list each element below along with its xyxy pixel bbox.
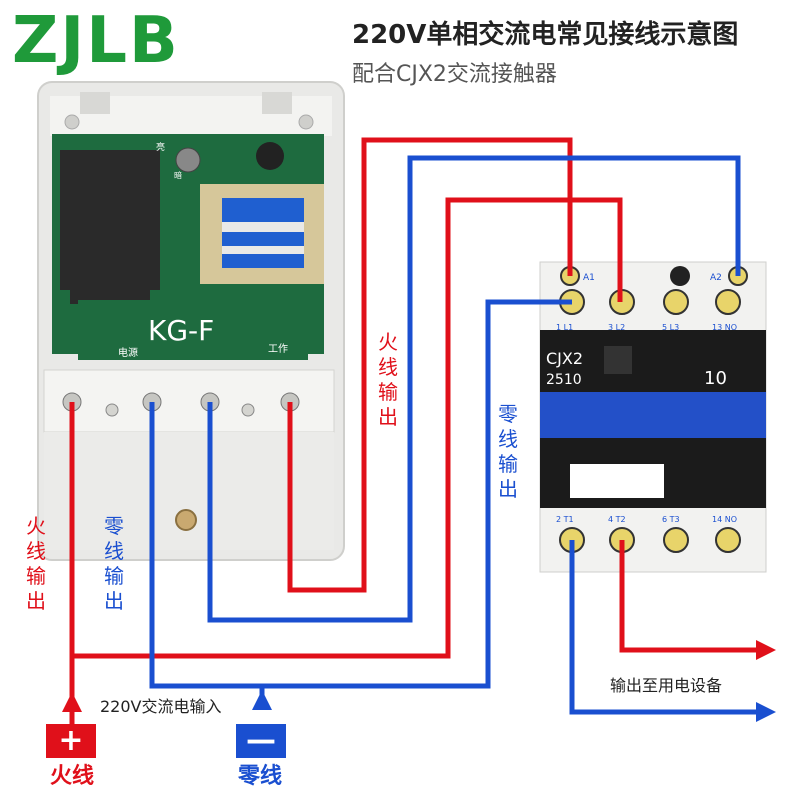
terminal-3-label: 3 L2 bbox=[608, 323, 625, 332]
relay-component bbox=[60, 150, 160, 290]
live-plus-sign: + bbox=[46, 724, 96, 758]
terminal-a1-label: A1 bbox=[583, 273, 595, 283]
live-input-arrowhead bbox=[62, 692, 82, 712]
controller-model-label: KG-F bbox=[148, 314, 214, 347]
pcb-label-dim: 暗 bbox=[174, 170, 182, 180]
wire-live-output-a1 bbox=[287, 137, 573, 593]
brand-logo: ZJLB bbox=[12, 4, 180, 78]
live-label: 火线 bbox=[50, 764, 95, 789]
neutral-input-arrowhead bbox=[252, 690, 272, 710]
neutral-label: 零线 bbox=[238, 764, 283, 789]
diagram-title: 220V单相交流电常见接线示意图 bbox=[352, 20, 739, 50]
terminal-6-label: 6 T3 bbox=[662, 515, 680, 524]
neutral-minus-sign: — bbox=[236, 724, 286, 758]
terminal-13-label: 13 NO bbox=[712, 323, 737, 332]
contactor-device: A1 A2 1 L1 3 L2 5 L3 13 NO 2 T1 4 T2 6 T… bbox=[539, 261, 767, 573]
diagram-subtitle: 配合CJX2交流接触器 bbox=[352, 62, 557, 87]
wire-neutral-output-device bbox=[569, 540, 760, 715]
terminal-a2-label: A2 bbox=[710, 273, 722, 283]
capacitor bbox=[256, 142, 284, 170]
ac-input-label: 220V交流电输入 bbox=[100, 697, 222, 716]
wire-live-output-device bbox=[619, 540, 760, 653]
contactor-contact-code: 10 bbox=[704, 368, 727, 389]
wire-live-to-contactor bbox=[72, 197, 623, 659]
neutral-output-label-left: 零 线 输 出 bbox=[104, 514, 124, 613]
output-devices-label: 输出至用电设备 bbox=[610, 676, 723, 695]
wires bbox=[69, 137, 760, 740]
power-led-label: 电源 bbox=[118, 346, 138, 359]
live-output-label-right: 火 线 输 出 bbox=[378, 330, 398, 429]
live-output-label-left: 火 线 输 出 bbox=[26, 514, 46, 613]
contactor-number: 2510 bbox=[546, 372, 582, 388]
work-led-label: 工作 bbox=[268, 343, 288, 355]
live-output-arrowhead bbox=[756, 640, 776, 660]
wire-neutral-to-contactor bbox=[262, 299, 572, 689]
terminal-4-label: 4 T2 bbox=[608, 515, 626, 524]
controller-device: KG-F 电源 工作 亮 暗 bbox=[37, 81, 345, 561]
pcb-label-bright: 亮 bbox=[156, 141, 165, 153]
contactor-top-terminals bbox=[559, 266, 748, 315]
neutral-output-label-right: 零 线 输 出 bbox=[498, 402, 518, 501]
neutral-output-arrowhead bbox=[756, 702, 776, 722]
contactor-blue-bar bbox=[540, 392, 766, 438]
contactor-model: CJX2 bbox=[546, 349, 583, 368]
contactor-label-plate bbox=[570, 464, 664, 498]
arrowheads bbox=[62, 640, 776, 722]
terminal-1-label: 1 L1 bbox=[556, 323, 573, 332]
knob bbox=[175, 147, 201, 173]
terminal-2-label: 2 T1 bbox=[556, 515, 574, 524]
wire-neutral-output-a2 bbox=[207, 155, 741, 623]
terminal-5-label: 5 L3 bbox=[662, 323, 679, 332]
terminal-14-label: 14 NO bbox=[712, 515, 737, 524]
